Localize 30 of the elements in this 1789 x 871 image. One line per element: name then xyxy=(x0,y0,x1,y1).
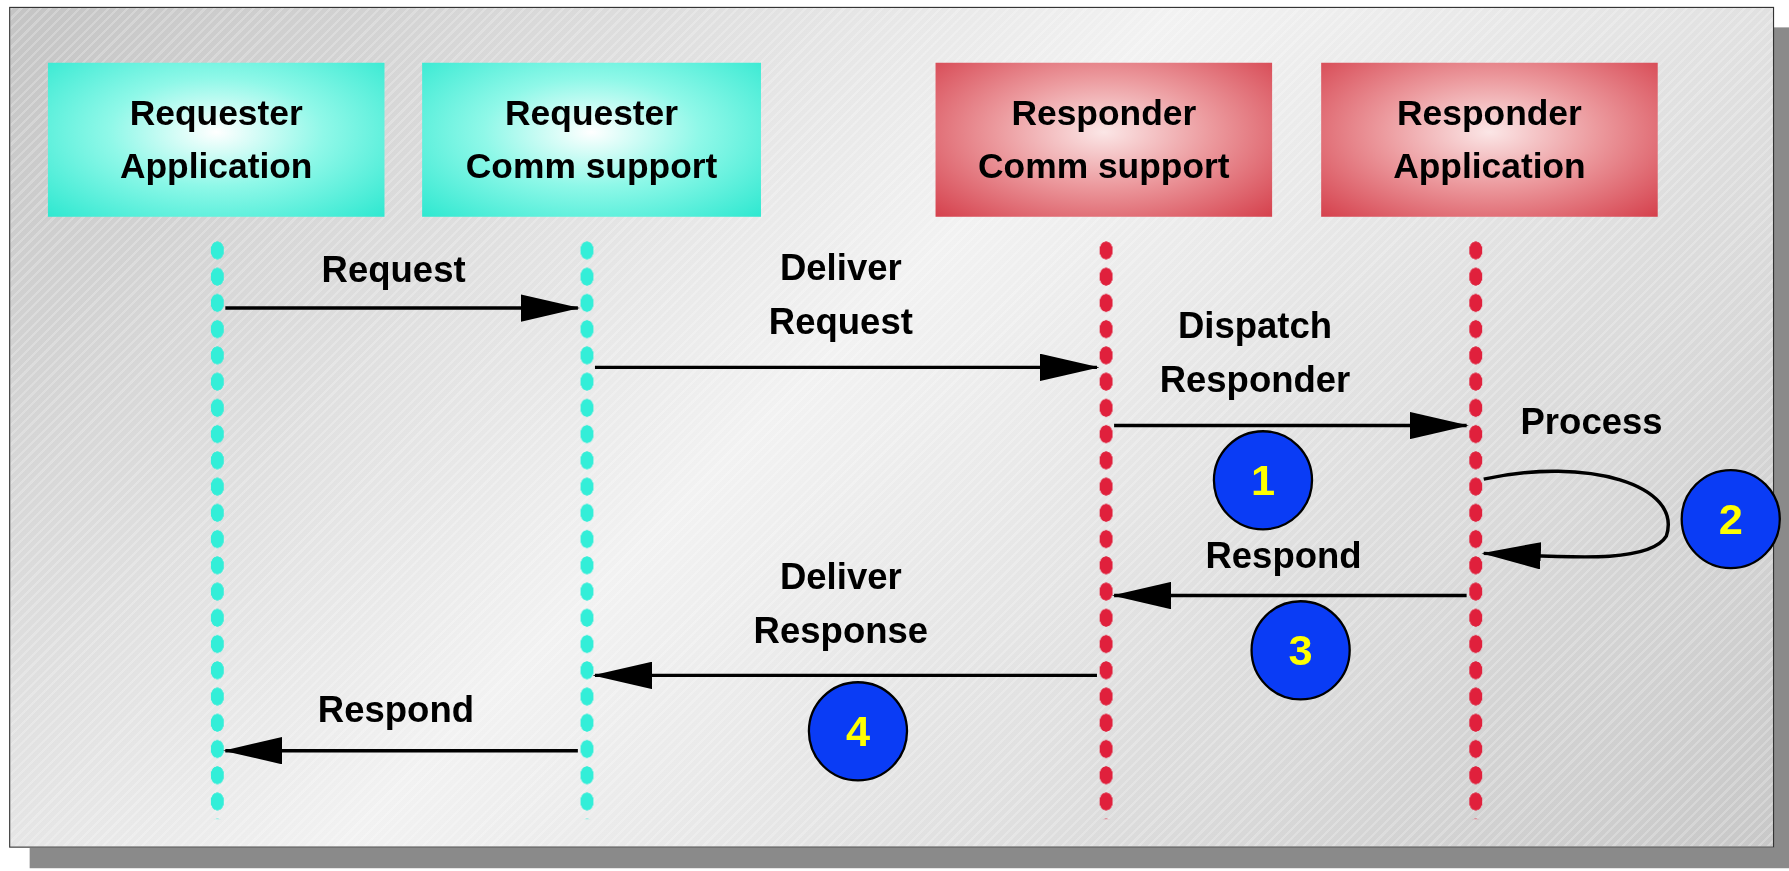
step-number: 1 xyxy=(1250,455,1276,505)
message-arrow xyxy=(592,661,1097,690)
message-arrow xyxy=(223,737,578,765)
message-label: Respond xyxy=(1205,534,1362,579)
self-loop-arrow xyxy=(1481,469,1670,570)
step-number: 4 xyxy=(845,706,870,756)
participant-name: Responder Comm support xyxy=(977,92,1231,188)
step-number-circle xyxy=(1212,430,1314,531)
message-label: Deliver Request xyxy=(767,245,914,345)
step-number-circle xyxy=(807,681,909,782)
step-number-circle xyxy=(1250,600,1351,701)
message-label: Request xyxy=(321,247,466,292)
step-number: 3 xyxy=(1288,625,1313,675)
message-label: Process xyxy=(1520,399,1663,444)
participant-name: Requester Comm support xyxy=(464,92,719,188)
message-arrow xyxy=(595,353,1100,382)
participant-box xyxy=(1321,62,1658,217)
message-arrow xyxy=(1114,411,1469,440)
participant-box xyxy=(935,62,1273,217)
step-number-circle xyxy=(1680,468,1781,570)
message-label: Deliver Response xyxy=(752,554,930,654)
message-arrow xyxy=(225,294,581,322)
participant-name: Responder Application xyxy=(1392,92,1587,188)
participant-box xyxy=(47,62,385,217)
participant-box xyxy=(422,62,761,217)
step-number: 2 xyxy=(1718,494,1743,544)
message-label: Respond xyxy=(317,688,474,733)
message-arrow xyxy=(1111,581,1467,610)
participant-name: Requester Application xyxy=(118,92,314,188)
message-label: Dispatch Responder xyxy=(1158,303,1352,403)
